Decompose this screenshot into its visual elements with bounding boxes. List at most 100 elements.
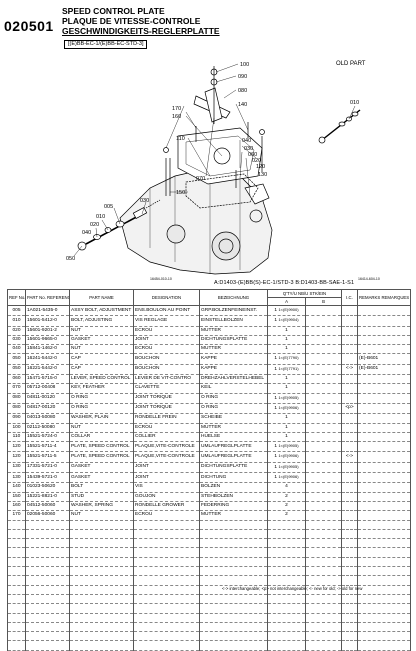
callout-020b: 020 bbox=[90, 222, 99, 228]
part-name-cell-text: GASKET bbox=[71, 464, 91, 470]
remarks-cell bbox=[357, 402, 412, 415]
section-number: 020501 bbox=[4, 18, 54, 34]
empty-cell bbox=[199, 640, 268, 651]
qty-a-cell-text: 2 bbox=[285, 493, 288, 499]
part-name-cell: WASHER, SPRING bbox=[69, 500, 134, 512]
bezeichnung-cell-text: KAPPE bbox=[201, 366, 217, 372]
empty-table-row bbox=[7, 603, 412, 614]
col-qty-a: A bbox=[267, 297, 306, 306]
empty-table-row bbox=[7, 612, 412, 623]
remarks-cell bbox=[357, 472, 412, 484]
empty-cell bbox=[69, 612, 134, 623]
remarks-cell bbox=[357, 374, 412, 385]
designation-cell-text: CLAVETTE bbox=[135, 385, 160, 391]
remarks-cell bbox=[357, 431, 412, 443]
part-name-cell-text: PLATE, SPEED CONTROL bbox=[71, 453, 130, 459]
qty-a-cell-text: 2 bbox=[285, 502, 288, 508]
empty-cell bbox=[25, 538, 70, 549]
ic-cell bbox=[341, 422, 359, 433]
empty-cell bbox=[267, 621, 306, 633]
bezeichnung-cell-text: HUELSE bbox=[201, 433, 221, 439]
part-name-cell-text: LEVER, SPEED CONTROL bbox=[71, 376, 131, 382]
empty-cell bbox=[69, 565, 134, 577]
bezeichnung-cell-text: DICHTUNGSPLATTE bbox=[201, 464, 248, 470]
ic-cell: <p> bbox=[341, 402, 359, 415]
qty-a-cell-text: 1 bbox=[274, 395, 278, 401]
part-no-cell: 15601-5412-0 bbox=[25, 315, 70, 327]
empty-cell bbox=[341, 612, 359, 623]
remarks-cell bbox=[357, 510, 412, 521]
qty-a-cell: 1 1<(E)9905) bbox=[267, 392, 306, 404]
part-no-cell-text: 02056-50060 bbox=[27, 512, 56, 518]
empty-cell bbox=[267, 565, 306, 577]
qty-a-cell: 1 bbox=[267, 325, 306, 336]
bezeichnung-cell-text: MUTTER bbox=[201, 346, 221, 352]
bezeichnung-cell: EINSTELLBOLZEN bbox=[199, 315, 268, 327]
part-no-cell-text: 04811-00120 bbox=[27, 395, 55, 401]
callout-090: 090 bbox=[238, 74, 247, 80]
empty-cell bbox=[341, 603, 359, 614]
empty-cell bbox=[25, 575, 70, 586]
part-name-cell-text: BOLT bbox=[71, 484, 84, 490]
ref-no-cell-text: 160 bbox=[12, 502, 21, 508]
remarks-cell bbox=[357, 482, 412, 493]
ref-no-cell: 130 bbox=[7, 461, 26, 474]
qty-a-cell: 1 1<(E)9904) bbox=[267, 315, 306, 327]
bezeichnung-cell: GRP.BOLZENFEINEINST. bbox=[199, 304, 268, 317]
empty-cell bbox=[341, 631, 359, 642]
empty-table-row bbox=[7, 621, 412, 633]
illus-id-left: 16454-010-10 bbox=[150, 277, 172, 280]
empty-cell bbox=[25, 528, 70, 540]
bezeichnung-cell-text: EINSTELLBOLZEN bbox=[201, 317, 243, 323]
bezeichnung-cell-text: GRP.BOLZENFEINEINST. bbox=[201, 307, 258, 313]
empty-cell bbox=[341, 528, 359, 540]
serial-note: 1<(E)9904) bbox=[278, 317, 299, 323]
remarks-cell bbox=[357, 491, 412, 502]
remarks-cell bbox=[357, 392, 412, 404]
qty-a-cell-text: 1 bbox=[285, 336, 288, 342]
empty-cell bbox=[7, 565, 26, 577]
callout-020: 020 bbox=[252, 158, 261, 164]
illus-id-right: 16414-604-10 bbox=[358, 277, 380, 280]
designation-cell-text: JOINT TORIQUE bbox=[135, 405, 172, 411]
qty-a-cell: 4 bbox=[267, 482, 306, 493]
part-name-cell-text: WASHER, PLAIN bbox=[71, 415, 109, 421]
empty-cell bbox=[133, 631, 200, 642]
empty-cell bbox=[267, 528, 306, 540]
part-no-cell: 01023-50620 bbox=[25, 482, 70, 493]
ref-no-cell-text: 130 bbox=[12, 464, 21, 470]
designation-cell-text: VIS REGLAGE bbox=[135, 317, 168, 323]
empty-cell bbox=[357, 631, 412, 642]
designation-cell: PLAQUE,VITE-CONTROLE bbox=[133, 441, 200, 453]
callout-labels: 100 090 080 140 170 160 110 040 030 060 … bbox=[66, 62, 380, 280]
part-no-cell-text: 15601-9665-0 bbox=[27, 336, 57, 342]
ref-no-cell-text: 090 bbox=[12, 415, 21, 421]
empty-cell bbox=[69, 584, 134, 595]
empty-cell bbox=[267, 575, 306, 586]
part-no-cell: 02056-50060 bbox=[25, 510, 70, 521]
part-name-cell: KEY, FEATHER bbox=[69, 383, 134, 394]
empty-table-row bbox=[7, 528, 412, 540]
empty-table-row bbox=[7, 640, 412, 651]
part-name-cell-text: O RING bbox=[71, 405, 89, 411]
bezeichnung-cell: KAPPE bbox=[199, 363, 268, 376]
empty-cell bbox=[7, 621, 26, 633]
bezeichnung-cell-text: STEHBOLZEN bbox=[201, 493, 233, 499]
part-no-cell-text: 1A021-5435-0 bbox=[27, 307, 58, 313]
qty-b-cell bbox=[304, 422, 343, 433]
empty-cell bbox=[341, 519, 359, 530]
qty-a-cell: 1 1<(E)9905) bbox=[267, 441, 306, 453]
callout-100: 100 bbox=[240, 62, 249, 68]
ic-cell bbox=[341, 334, 359, 346]
bezeichnung-cell: HUELSE bbox=[199, 431, 268, 443]
bezeichnung-cell: MUTTER bbox=[199, 325, 268, 336]
part-no-cell: 04512-50060 bbox=[25, 500, 70, 512]
ref-no-cell: 020 bbox=[7, 325, 26, 336]
qty-a-cell: 1 bbox=[267, 344, 306, 355]
col-ic: I.C. bbox=[341, 289, 359, 306]
empty-cell bbox=[69, 575, 134, 586]
empty-table-row bbox=[7, 575, 412, 586]
ic-cell bbox=[341, 344, 359, 355]
part-no-cell: 04817-00120 bbox=[25, 402, 70, 415]
